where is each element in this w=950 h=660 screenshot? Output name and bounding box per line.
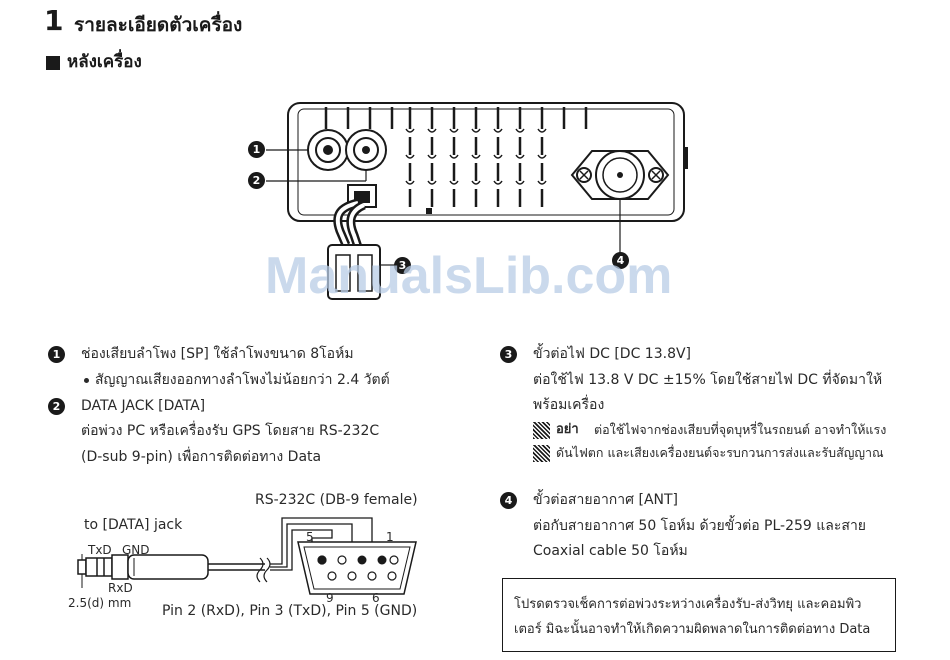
item-4-badge: 4: [500, 492, 517, 509]
pins-caption: Pin 2 (RxD), Pin 3 (TxD), Pin 5 (GND): [162, 603, 418, 619]
item-4-line-1: ต่อกับสายอากาศ 50 โอห์ม ด้วยขั้วต่อ PL-2…: [533, 518, 867, 534]
chapter-number: 1: [44, 4, 64, 37]
item-2-badge: 2: [48, 398, 65, 415]
pin-9-label: 9: [326, 591, 334, 605]
item-3-warning-line-2: ดันไฟตก และเสียงเครื่องยนต์จะรบกวนการส่ง…: [556, 445, 884, 460]
item-4-line-2: Coaxial cable 50 โอห์ม: [533, 543, 688, 559]
note-box: [502, 578, 896, 652]
cable-diagram: [77, 517, 417, 595]
section-title: หลังเครื่อง: [67, 52, 142, 72]
pin-6-label: 6: [372, 591, 380, 605]
callout-4: 4: [612, 252, 629, 269]
item-1-bullet-dot: [84, 378, 89, 383]
item-1-badge: 1: [48, 346, 65, 363]
callout-2: 2: [248, 172, 265, 189]
item-1-title: ช่องเสียบลำโพง [SP] ใช้ลำโพงขนาด 8โอห์ม: [81, 346, 354, 362]
rxd-label: RxD: [108, 581, 133, 595]
jack-label: to [DATA] jack: [84, 517, 183, 533]
item-3-warning-line-1: ต่อใช้ไฟจากช่องเสียบที่จุดบุหรี่ในรถยนต์…: [594, 422, 887, 437]
item-3-title: ขั้วต่อไฟ DC [DC 13.8V]: [533, 346, 692, 362]
item-4-title: ขั้วต่อสายอากาศ [ANT]: [533, 492, 679, 508]
warning-hatch-icon-2: [533, 445, 550, 462]
chapter-title: รายละเอียดตัวเครื่อง: [74, 14, 243, 36]
size-label: 2.5(d) mm: [68, 596, 132, 610]
item-2-title: DATA JACK [DATA]: [81, 398, 206, 414]
item-3-warning-word: อย่า: [556, 422, 579, 437]
pin-5-label: 5: [306, 530, 314, 544]
txd-label: TxD: [88, 543, 112, 557]
pin-1-label: 1: [386, 530, 394, 544]
note-line-2: เตอร์ มิฉะนั้นอาจทำให้เกิดความผิดพลาดในก…: [514, 622, 871, 637]
item-2-line-2: (D-sub 9-pin) เพื่อการติดต่อทาง Data: [81, 449, 322, 465]
item-3-line-2: พร้อมเครื่อง: [533, 397, 605, 413]
item-3-badge: 3: [500, 346, 517, 363]
warning-hatch-icon: [533, 422, 550, 439]
connector-title: RS-232C (DB-9 female): [255, 492, 418, 508]
section-marker: [46, 56, 60, 70]
gnd-label: GND: [122, 543, 150, 557]
note-line-1: โปรดตรวจเช็คการต่อพ่วงระหว่างเครื่องรับ-…: [514, 597, 862, 612]
item-2-line-1: ต่อพ่วง PC หรือเครื่องรับ GPS โดยสาย RS-…: [81, 423, 380, 439]
item-1-bullet: สัญญาณเสียงออกทางลำโพงไม่น้อยกว่า 2.4 วั…: [95, 372, 390, 388]
callout-1: 1: [248, 141, 265, 158]
item-3-line-1: ต่อใช้ไฟ 13.8 V DC ±15% โดยใช้สายไฟ DC ท…: [533, 372, 883, 388]
rear-panel-illustration: [266, 102, 688, 300]
watermark: ManualsLib.com: [265, 247, 673, 305]
callout-3: 3: [394, 257, 411, 274]
